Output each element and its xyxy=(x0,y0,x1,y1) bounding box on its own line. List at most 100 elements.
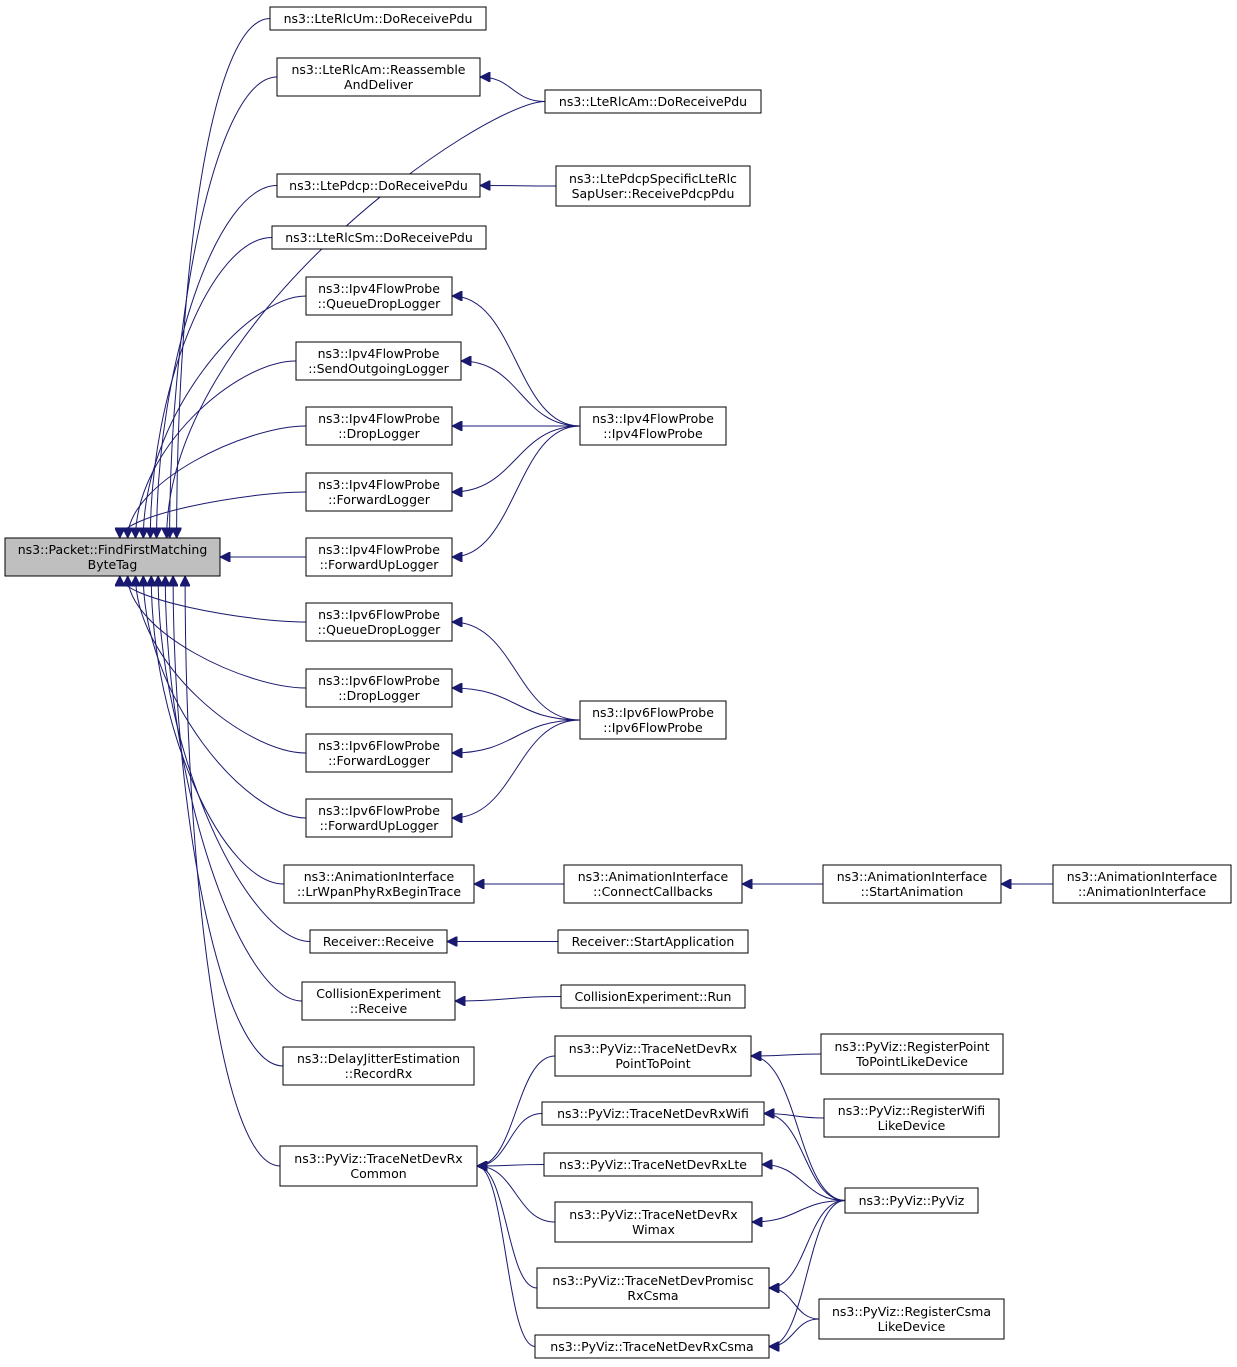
node-box xyxy=(305,537,453,577)
node-pyviz-csma[interactable]: ns3::PyViz::TraceNetDevRxCsma xyxy=(534,1334,770,1359)
node-box xyxy=(543,1152,763,1177)
node-label-line: Common xyxy=(350,1166,406,1181)
call-edge xyxy=(769,1288,820,1320)
node-ipv4-forward[interactable]: ns3::Ipv4FlowProbe::ForwardLogger xyxy=(305,472,453,512)
call-edge xyxy=(452,622,581,721)
node-label-line: ::DropLogger xyxy=(338,426,420,441)
node-label-line: ns3::AnimationInterface xyxy=(1067,869,1218,884)
node-box xyxy=(820,1033,1004,1075)
call-edge xyxy=(452,688,581,721)
node-delay-recordrx[interactable]: ns3::DelayJitterEstimation::RecordRx xyxy=(282,1046,475,1086)
node-label-line: Receiver::StartApplication xyxy=(572,934,735,949)
node-label-line: Receiver::Receive xyxy=(323,934,435,949)
node-label-line: ns3::LteRlcAm::DoReceivePdu xyxy=(559,94,747,109)
call-edge xyxy=(185,576,281,1167)
node-rlcsm-doreceive[interactable]: ns3::LteRlcSm::DoReceivePdu xyxy=(271,225,487,250)
call-edge xyxy=(751,1056,846,1201)
node-box xyxy=(1052,864,1232,904)
node-label-line: ns3::Ipv4FlowProbe xyxy=(592,411,714,426)
node-coll-receive[interactable]: CollisionExperiment::Receive xyxy=(301,981,456,1021)
node-box xyxy=(305,602,453,642)
node-rlcum-doreceive[interactable]: ns3::LteRlcUm::DoReceivePdu xyxy=(269,6,487,31)
node-label-line: ::RecordRx xyxy=(345,1066,413,1081)
node-anim-lrwpan[interactable]: ns3::AnimationInterface::LrWpanPhyRxBegi… xyxy=(283,864,475,904)
node-ipv6-ctor[interactable]: ns3::Ipv6FlowProbe::Ipv6FlowProbe xyxy=(579,700,727,740)
call-edge xyxy=(751,1054,822,1056)
node-label-line: ns3::PyViz::PyViz xyxy=(859,1193,965,1208)
node-anim-start[interactable]: ns3::AnimationInterface::StartAnimation xyxy=(822,864,1002,904)
node-box xyxy=(579,406,727,446)
node-label-line: LikeDevice xyxy=(878,1319,946,1334)
node-ipv4-ctor[interactable]: ns3::Ipv4FlowProbe::Ipv4FlowProbe xyxy=(579,406,727,446)
node-label-line: ns3::PyViz::TraceNetDevRxWifi xyxy=(557,1106,749,1121)
node-rlcam-doreceive[interactable]: ns3::LteRlcAm::DoReceivePdu xyxy=(544,89,762,114)
node-box xyxy=(536,1267,770,1309)
node-label-line: ns3::LtePdcp::DoReceivePdu xyxy=(289,178,468,193)
call-edge xyxy=(128,425,307,538)
node-label-line: ::DropLogger xyxy=(338,688,420,703)
call-edge xyxy=(752,1200,846,1223)
node-ipv6-drop[interactable]: ns3::Ipv6FlowProbe::DropLogger xyxy=(305,668,453,708)
call-edge xyxy=(477,1113,543,1167)
node-recv-receive[interactable]: Receiver::Receive xyxy=(309,929,448,954)
node-ipv4-forwardup[interactable]: ns3::Ipv4FlowProbe::ForwardUpLogger xyxy=(305,537,453,577)
node-box xyxy=(555,165,751,207)
node-box xyxy=(305,668,453,708)
node-label-line: ::StartAnimation xyxy=(861,884,964,899)
node-ipv4-queuedrop[interactable]: ns3::Ipv4FlowProbe::QueueDropLogger xyxy=(305,276,453,316)
node-anim-connect[interactable]: ns3::AnimationInterface::ConnectCallback… xyxy=(563,864,743,904)
node-label-line: RxCsma xyxy=(627,1288,678,1303)
call-edge xyxy=(173,576,284,1067)
node-label-line: CollisionExperiment xyxy=(316,986,441,1001)
call-edge xyxy=(769,1200,846,1347)
call-edge xyxy=(452,719,581,818)
node-label-line: ns3::LteRlcSm::DoReceivePdu xyxy=(285,230,473,245)
node-label-line: ns3::LtePdcpSpecificLteRlc xyxy=(569,171,737,186)
node-label-line: ::ForwardLogger xyxy=(328,753,431,768)
node-box xyxy=(305,406,453,446)
node-ipv6-queuedrop[interactable]: ns3::Ipv6FlowProbe::QueueDropLogger xyxy=(305,602,453,642)
node-pyviz-pyviz[interactable]: ns3::PyViz::PyViz xyxy=(844,1187,979,1214)
node-ipv6-forwardup[interactable]: ns3::Ipv6FlowProbe::ForwardUpLogger xyxy=(305,798,453,838)
node-pyviz-reg-p2p[interactable]: ns3::PyViz::RegisterPointToPointLikeDevi… xyxy=(820,1033,1004,1075)
node-ipv4-sendout[interactable]: ns3::Ipv4FlowProbe::SendOutgoingLogger xyxy=(295,341,462,381)
node-box xyxy=(279,1145,478,1187)
node-label-line: ::ForwardUpLogger xyxy=(320,818,440,833)
call-edge xyxy=(158,576,311,942)
node-box xyxy=(818,1298,1005,1340)
node-recv-startapp[interactable]: Receiver::StartApplication xyxy=(557,929,749,954)
call-edge xyxy=(480,77,546,102)
node-label-line: ns3::Ipv4FlowProbe xyxy=(318,411,440,426)
call-edge xyxy=(165,576,303,1002)
node-coll-run[interactable]: CollisionExperiment::Run xyxy=(560,984,746,1009)
node-label-line: ns3::Ipv6FlowProbe xyxy=(318,607,440,622)
node-box xyxy=(554,1201,753,1243)
node-label-line: ns3::Ipv6FlowProbe xyxy=(318,738,440,753)
node-ipv6-forward[interactable]: ns3::Ipv6FlowProbe::ForwardLogger xyxy=(305,733,453,773)
node-label-line: ::SendOutgoingLogger xyxy=(308,361,449,376)
node-pyviz-lte[interactable]: ns3::PyViz::TraceNetDevRxLte xyxy=(543,1152,763,1177)
node-pyviz-wifi[interactable]: ns3::PyViz::TraceNetDevRxWifi xyxy=(541,1101,765,1126)
node-anim-ctor[interactable]: ns3::AnimationInterface::AnimationInterf… xyxy=(1052,864,1232,904)
node-ipv4-drop[interactable]: ns3::Ipv4FlowProbe::DropLogger xyxy=(305,406,453,446)
call-edge xyxy=(128,576,307,689)
node-pdcp-doreceive[interactable]: ns3::LtePdcp::DoReceivePdu xyxy=(276,173,481,198)
node-label-line: ::Ipv6FlowProbe xyxy=(603,720,703,735)
node-label-line: ns3::Ipv4FlowProbe xyxy=(318,346,440,361)
node-label-line: ns3::AnimationInterface xyxy=(578,869,729,884)
call-edge xyxy=(136,576,307,754)
node-box xyxy=(554,1035,752,1077)
node-label-line: ns3::Ipv4FlowProbe xyxy=(318,542,440,557)
node-box xyxy=(305,472,453,512)
node-pdcp-sapuser[interactable]: ns3::LtePdcpSpecificLteRlcSapUser::Recei… xyxy=(555,165,751,207)
node-label-line: ::AnimationInterface xyxy=(1078,884,1206,899)
